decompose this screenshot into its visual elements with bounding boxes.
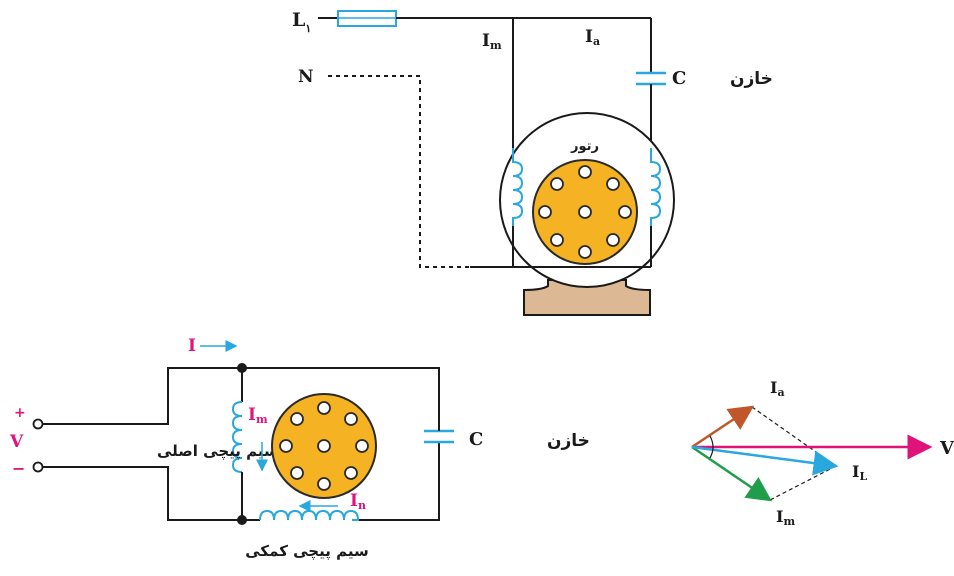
cap-label-bottom: خازن <box>547 431 590 451</box>
motor-base <box>523 279 651 316</box>
phasor-diagram: V Ia Im IL <box>691 378 954 528</box>
junction-bottom <box>237 515 247 525</box>
main-coil-bottom <box>231 401 243 473</box>
aux-coil-bottom <box>259 509 360 521</box>
ia-phasor-label: Ia <box>770 378 785 399</box>
bottom-wire-left <box>42 466 260 521</box>
rotor-holes <box>538 165 632 259</box>
im-label-bottom: Im <box>248 405 268 426</box>
im-phasor-label: Im <box>776 507 795 528</box>
aux-coil-top <box>650 148 662 226</box>
v-label: V <box>9 432 24 452</box>
cap-label-top: خازن <box>730 69 773 89</box>
aux-winding-label: سیم پیچی کمکی <box>245 542 369 561</box>
rotor-label: رتور <box>570 139 599 154</box>
ia-label-top: Ia <box>585 27 600 48</box>
bottom-circuit: I + V − C خازن سیم پیچی اصلی Im <box>9 336 590 561</box>
terminal-plus <box>32 418 44 430</box>
main-coil-top <box>512 148 524 226</box>
n-label: N <box>298 67 314 87</box>
plus-sign: + <box>14 405 26 421</box>
il-phasor <box>691 445 839 476</box>
phase-angle-arc <box>709 435 714 459</box>
i-label: I <box>188 336 196 356</box>
top-wire <box>42 367 440 425</box>
main-winding-label: سیم پیچی اصلی <box>157 442 279 461</box>
cap-symbol-bottom: C <box>469 429 483 450</box>
terminal-minus <box>32 461 44 473</box>
cap-symbol-top: C <box>672 68 686 89</box>
il-phasor-label: IL <box>852 462 867 483</box>
bottom-wire-right <box>352 442 440 521</box>
ia-phasor <box>691 405 755 449</box>
minus-sign: − <box>12 459 25 478</box>
neutral-wire <box>328 75 470 268</box>
in-label: In <box>350 491 366 512</box>
construction-line-m <box>769 465 837 501</box>
junction-top <box>237 363 247 373</box>
l1-label: L۱ <box>292 9 311 35</box>
rotor-holes-bottom <box>279 401 369 491</box>
im-label-top: Im <box>482 31 502 52</box>
v-phasor-label: V <box>939 438 954 459</box>
top-circuit: L۱ Im Ia C خازن N رتور <box>292 9 773 316</box>
im-phasor <box>691 445 773 502</box>
